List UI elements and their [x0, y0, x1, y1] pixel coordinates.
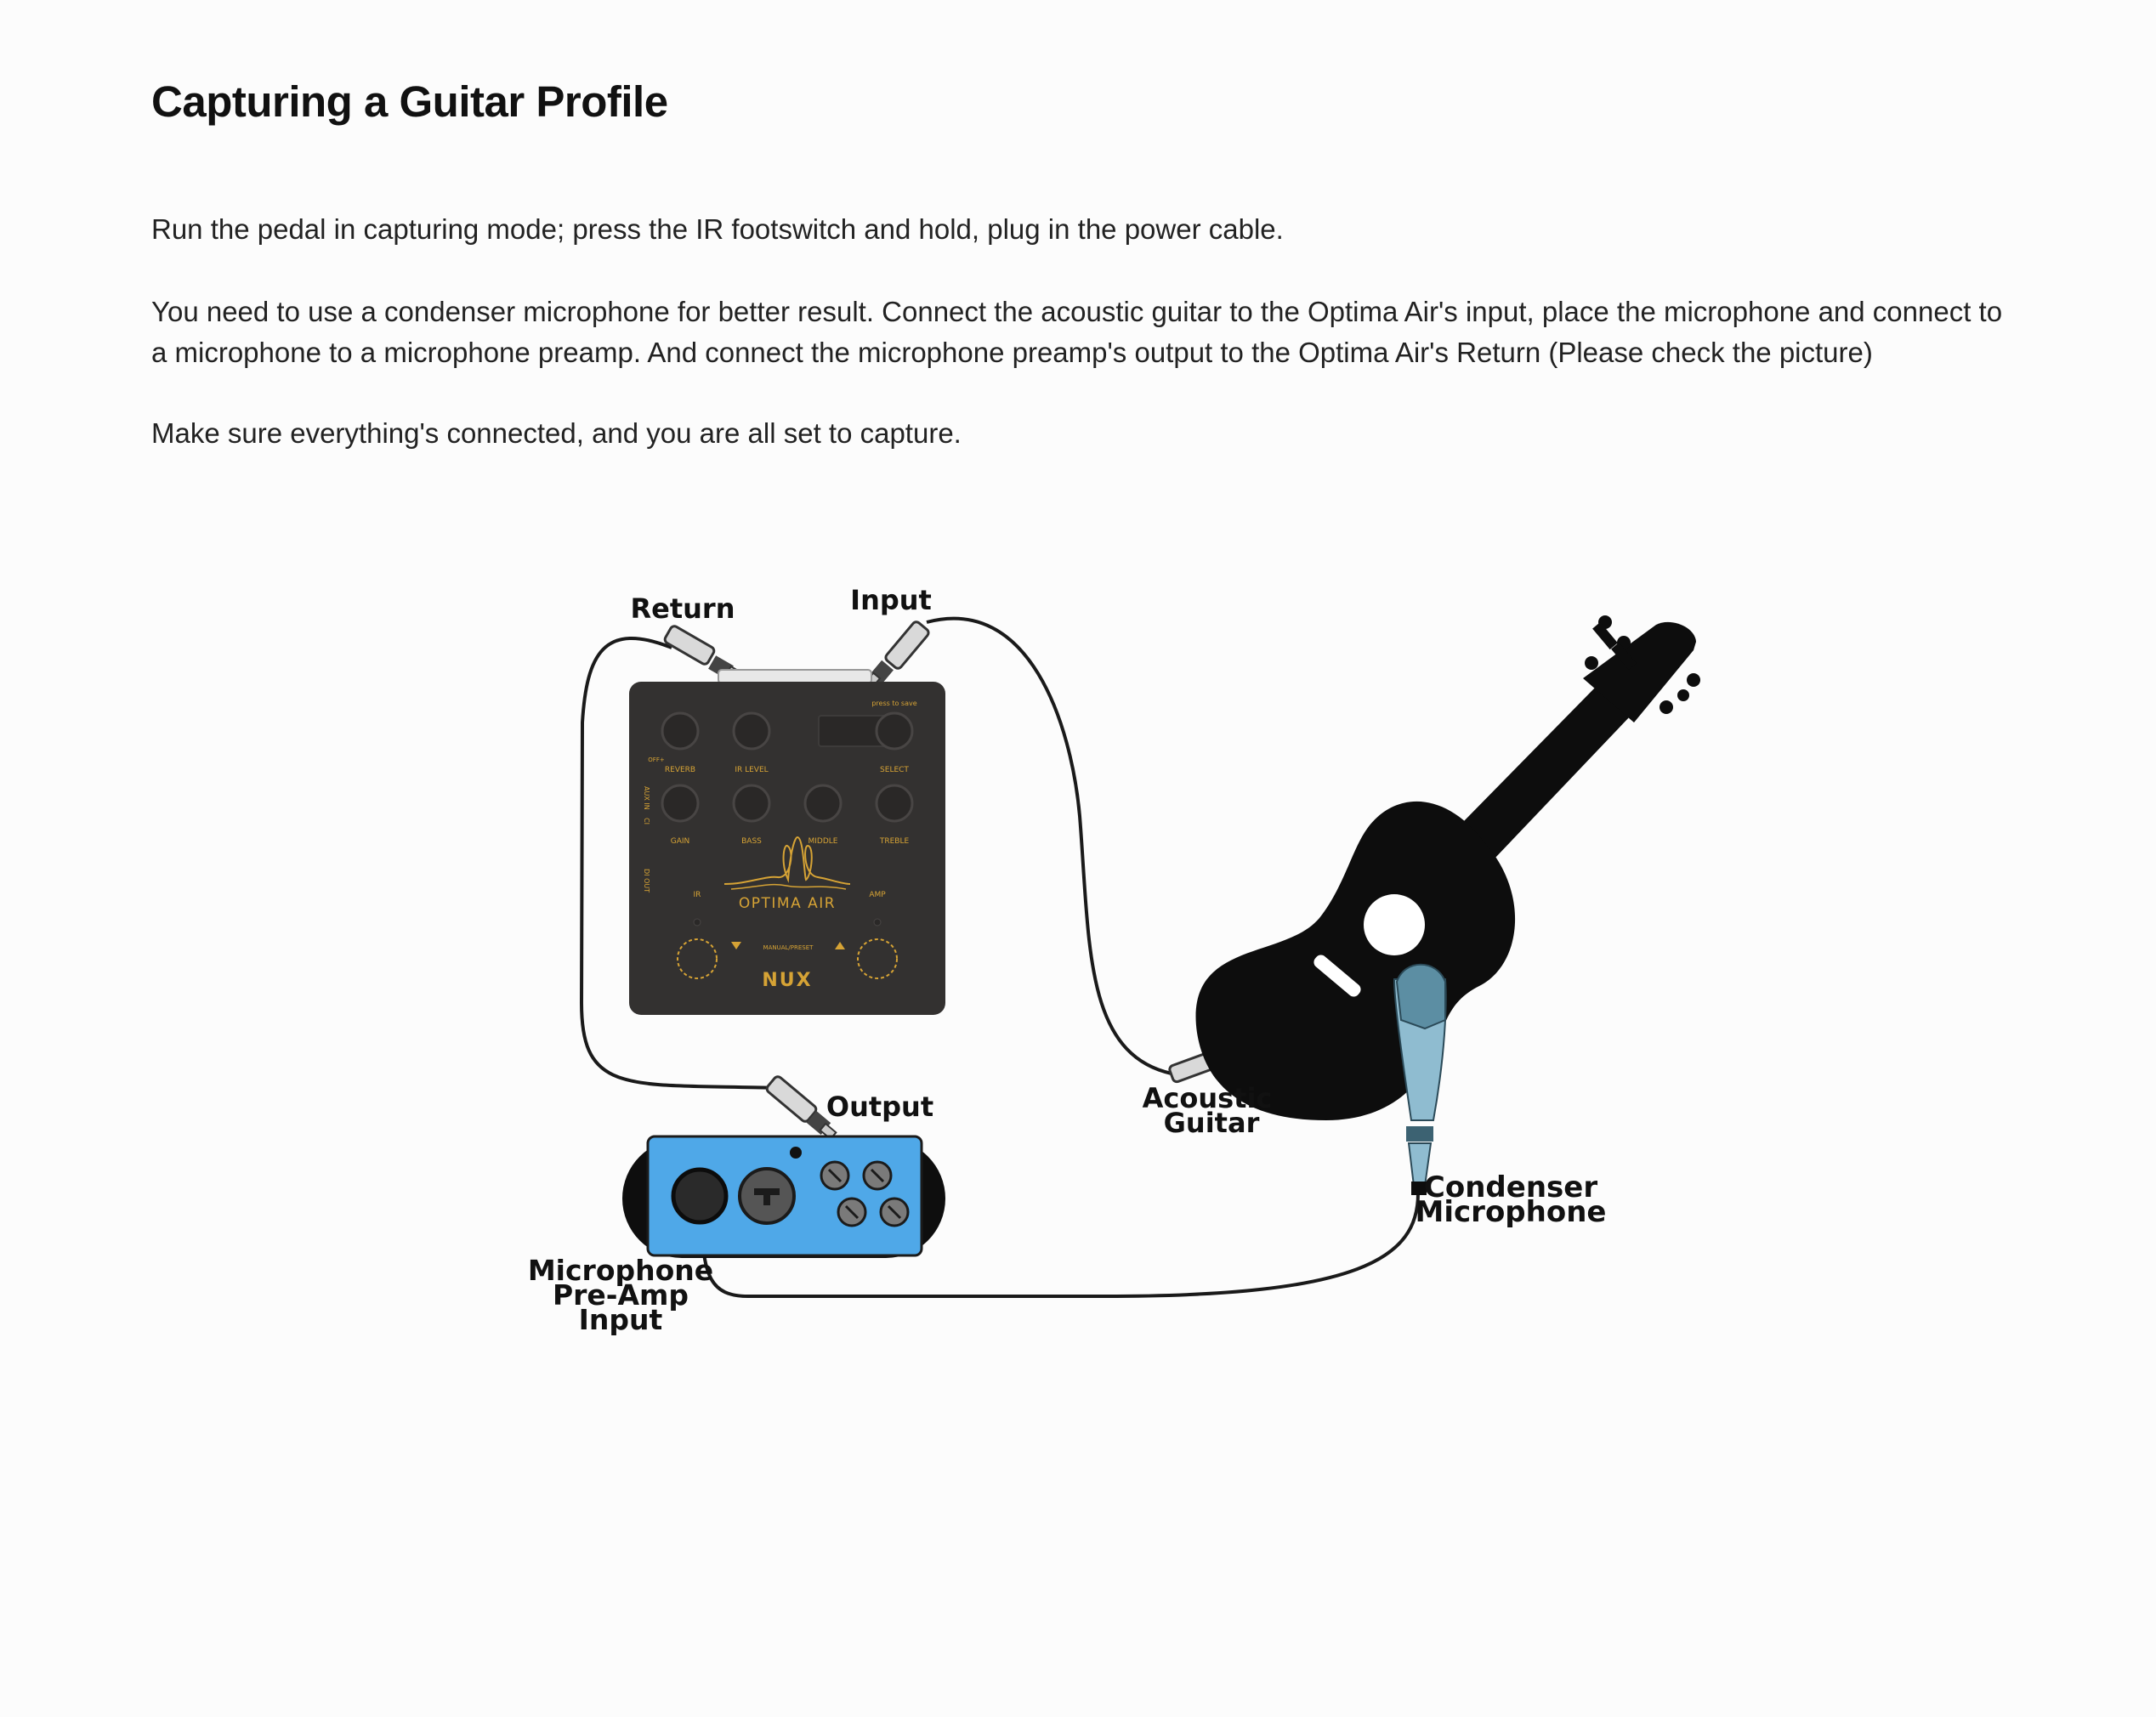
guitar-tuning-pegs	[1585, 615, 1700, 714]
pedal-side-label-amp: AMP	[869, 891, 886, 899]
mic-band	[1406, 1126, 1433, 1142]
cable-input-to-guitar	[926, 616, 1172, 1075]
pedal-knob-reverb: REVERB	[665, 766, 695, 774]
cables	[579, 616, 1420, 1298]
label-preamp-line-3: Input	[579, 1303, 663, 1336]
pedal-footswitch-left	[677, 938, 718, 979]
pedal-knob-middle: MIDDLE	[808, 837, 838, 846]
microphone-preamp	[622, 1135, 945, 1258]
pedal-brand-logo: NUX	[762, 970, 812, 991]
pedal-model-name: OPTIMA AIR	[739, 895, 836, 912]
optima-air-pedal: press to save REVERB IR LEVEL SELECT GAI…	[629, 669, 945, 1015]
label-output: Output	[826, 1091, 933, 1123]
preamp-input-jack	[671, 1167, 729, 1225]
pedal-edge-label-aux-in: AUX IN	[643, 786, 650, 810]
pedal-side-label-ir: IR	[694, 891, 701, 899]
pedal-edge-label-ci: CI	[643, 818, 650, 824]
pedal-knob-bass: BASS	[741, 837, 762, 846]
page-title: Capturing a Guitar Profile	[151, 77, 668, 126]
connection-diagram: press to save REVERB IR LEVEL SELECT GAI…	[528, 584, 1700, 1336]
condenser-microphone	[1393, 963, 1447, 1195]
input-plug	[863, 620, 930, 690]
cable-return-to-output	[579, 637, 779, 1090]
pedal-knob-ir-level: IR LEVEL	[735, 766, 768, 774]
pedal-footswitch-right	[857, 938, 898, 979]
label-condenser-line-2: Microphone	[1416, 1195, 1607, 1229]
label-acoustic-line-1: Acoustic	[1143, 1082, 1273, 1114]
pedal-waveform-logo	[723, 836, 851, 885]
instruction-paragraph-2: You need to use a condenser microphone f…	[151, 296, 2003, 368]
pedal-save-hint: press to save	[871, 700, 916, 707]
label-preamp-line-2: Pre-Amp	[553, 1278, 689, 1312]
label-acoustic-line-2: Guitar	[1164, 1107, 1260, 1139]
output-plug	[765, 1075, 837, 1141]
guitar-headstock	[1583, 621, 1696, 722]
pedal-footswitch-label: MANUAL/PRESET	[763, 944, 814, 951]
instruction-paragraph-1: Run the pedal in capturing mode; press t…	[151, 213, 1284, 245]
mic-capsule	[1395, 963, 1446, 1030]
pedal-knob-select: SELECT	[880, 766, 909, 774]
label-return: Return	[631, 592, 735, 625]
pedal-edge-label-di-out: DI OUT	[643, 869, 650, 892]
guitar-neck	[1461, 684, 1631, 858]
guitar-soundhole	[1364, 894, 1425, 955]
label-preamp-line-1: Microphone	[528, 1254, 713, 1287]
acoustic-guitar	[1195, 615, 1700, 1120]
pedal-knob-treble: TREBLE	[879, 837, 910, 846]
guitar-body	[1195, 801, 1516, 1120]
instruction-paragraph-3: Make sure everything's connected, and yo…	[151, 417, 962, 449]
label-condenser-line-1: Condenser	[1424, 1170, 1597, 1204]
guitar-bridge	[1313, 955, 1361, 997]
pedal-edge-label-off: OFF+	[648, 756, 665, 763]
label-input: Input	[850, 584, 932, 616]
pedal-knob-gain: GAIN	[671, 837, 690, 846]
cable-mic-to-preamp	[700, 1193, 1420, 1298]
